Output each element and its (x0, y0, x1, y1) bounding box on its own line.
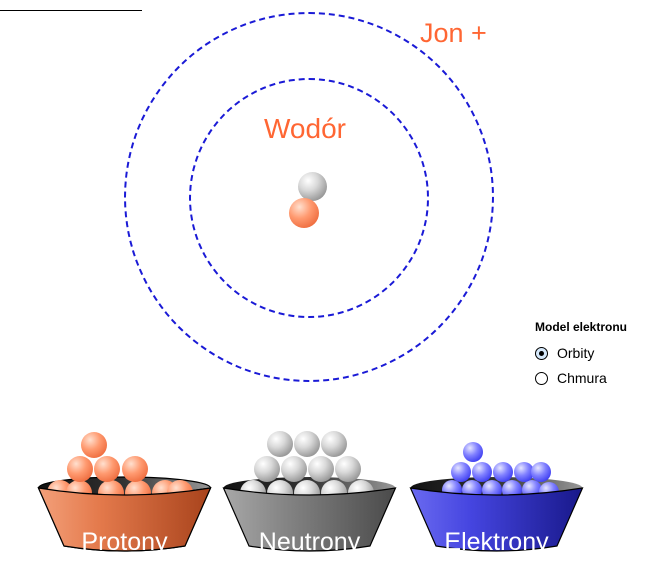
proton-particle[interactable] (81, 432, 107, 458)
neutron-particle[interactable] (267, 431, 293, 457)
electron-particle[interactable] (502, 480, 522, 500)
electron-model-panel: Model elektronu Orbity Chmura (535, 320, 651, 392)
radio-orbits[interactable]: Orbity (535, 342, 651, 364)
neutron-particle[interactable] (294, 431, 320, 457)
electron-particle[interactable] (463, 442, 483, 462)
proton-particle[interactable] (66, 480, 92, 506)
radio-cloud[interactable]: Chmura (535, 367, 651, 389)
proton-particle[interactable] (167, 480, 193, 506)
element-name-label: Wodór (264, 113, 346, 144)
radio-button-cloud[interactable] (535, 371, 548, 385)
radio-label-cloud: Chmura (557, 370, 607, 386)
proton-particle[interactable] (122, 456, 148, 482)
nucleus-neutron[interactable] (298, 172, 327, 201)
electron-particle[interactable] (451, 462, 471, 482)
neutron-bucket[interactable]: Neutrony (222, 410, 397, 569)
electron-particle[interactable] (472, 462, 492, 482)
neutron-bucket-label: Neutrony (258, 528, 361, 556)
electron-particle[interactable] (531, 462, 551, 482)
electron-model-title: Model elektronu (535, 320, 628, 334)
neutron-particle[interactable] (281, 456, 307, 482)
radio-button-orbits[interactable] (535, 346, 548, 360)
radio-label-orbits: Orbity (557, 345, 595, 361)
neutron-particle[interactable] (267, 480, 293, 506)
proton-bucket[interactable]: Protony (37, 410, 212, 569)
electron-particle[interactable] (493, 462, 513, 482)
electron-particle[interactable] (462, 480, 482, 500)
neutron-particle[interactable] (240, 480, 266, 506)
proton-bucket-label: Protony (81, 528, 168, 556)
proton-particle[interactable] (94, 456, 120, 482)
electron-particle[interactable] (539, 482, 559, 502)
neutron-particle[interactable] (321, 431, 347, 457)
electron-particle[interactable] (482, 480, 502, 500)
neutron-particle[interactable] (254, 456, 280, 482)
neutron-particle[interactable] (335, 456, 361, 482)
proton-particle[interactable] (67, 456, 93, 482)
outer-orbit (124, 12, 494, 382)
neutron-particle[interactable] (294, 480, 320, 506)
neutron-particle[interactable] (321, 480, 347, 506)
neutron-particle[interactable] (348, 480, 374, 506)
electron-particle[interactable] (514, 462, 534, 482)
proton-particle[interactable] (125, 480, 151, 506)
radio-dot (539, 350, 544, 356)
neutron-particle[interactable] (308, 456, 334, 482)
electron-particle[interactable] (442, 480, 462, 500)
ion-charge-label: Jon + (420, 18, 487, 48)
proton-particle[interactable] (98, 480, 124, 506)
electron-bucket[interactable]: Elektrony (409, 410, 584, 569)
top-rule (0, 10, 142, 11)
inner-orbit (189, 78, 429, 318)
electron-bucket-label: Elektrony (444, 528, 549, 556)
nucleus-proton[interactable] (289, 198, 319, 228)
